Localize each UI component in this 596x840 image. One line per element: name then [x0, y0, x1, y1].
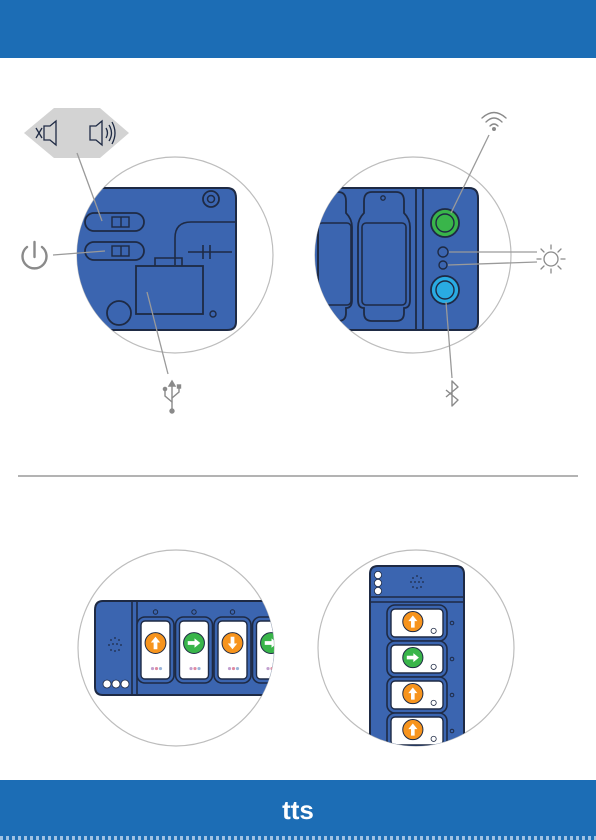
tts-logo: tts	[272, 794, 324, 826]
direction-card-right	[387, 641, 454, 677]
volume-switch	[85, 213, 144, 231]
direction-card-down	[214, 610, 251, 683]
power-switch	[85, 242, 144, 260]
detail-circle-horizontal-strip	[78, 550, 290, 746]
mini-logo	[103, 680, 129, 688]
detail-circle-left	[60, 157, 273, 353]
usb-icon	[163, 381, 180, 413]
direction-card-up	[387, 605, 454, 641]
wifi-icon	[482, 113, 506, 131]
direction-card-up	[137, 610, 174, 683]
usb-port	[136, 266, 203, 314]
green-button	[431, 209, 459, 237]
bluetooth-icon	[446, 381, 458, 406]
detail-circle-right	[300, 157, 511, 353]
logo-text: tts	[282, 795, 314, 825]
direction-card-right	[253, 610, 290, 683]
direction-card-up	[387, 677, 454, 713]
power-icon	[23, 242, 47, 268]
footer-dotted-edge	[0, 836, 596, 840]
direction-card-up	[387, 713, 454, 749]
blue-button	[431, 276, 459, 304]
detail-circle-vertical-strip	[318, 550, 514, 760]
light-sensor-icon	[537, 245, 565, 273]
mini-logo-vertical	[374, 571, 381, 594]
direction-card-right	[176, 610, 213, 683]
